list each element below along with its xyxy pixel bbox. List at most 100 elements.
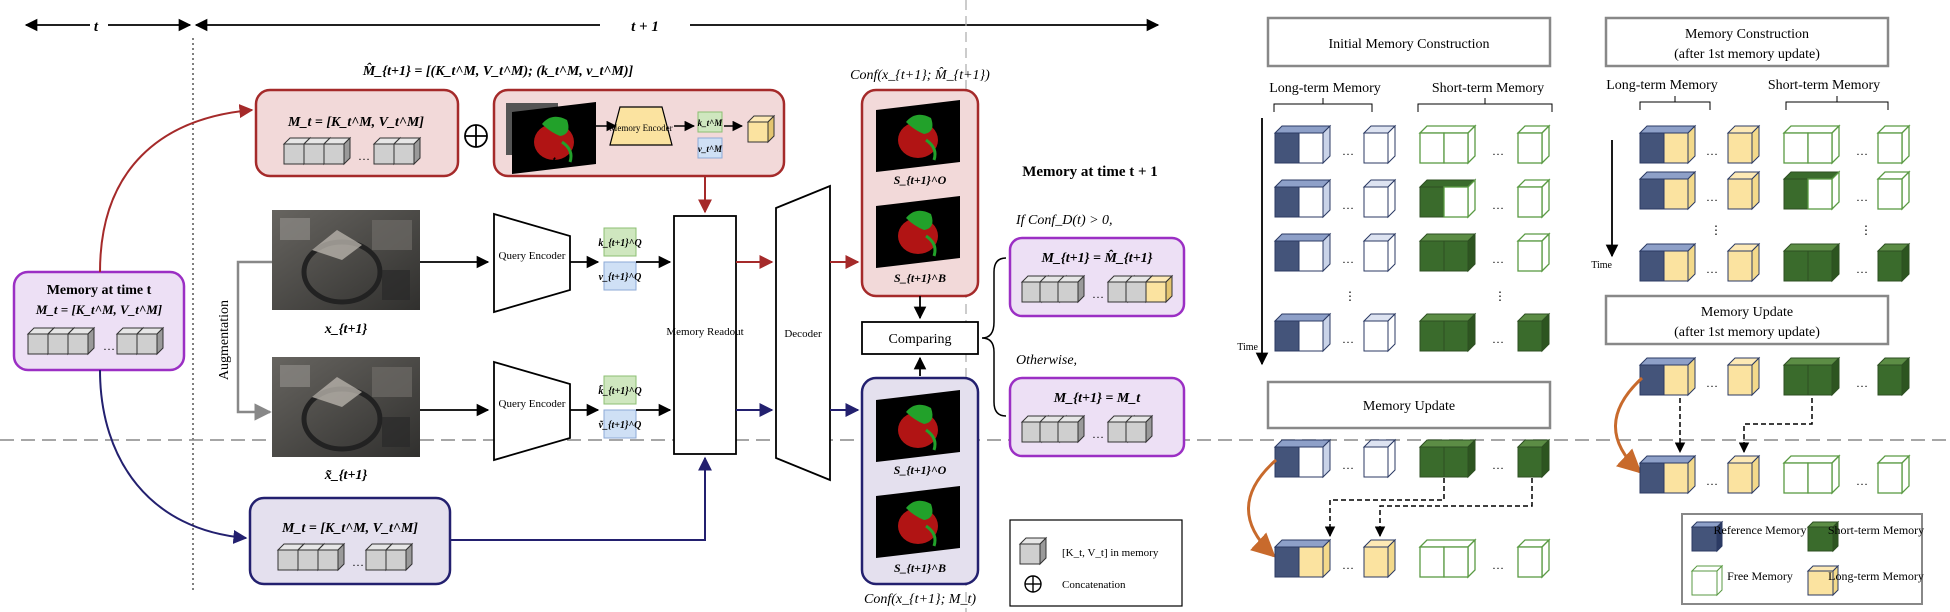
so-bottom: S_{t+1}^O [894, 463, 947, 477]
legend-left: [K_t, V_t] in memory Concatenation [1009, 519, 1183, 607]
svg-text:…: … [1342, 558, 1354, 572]
mt-bottom-eq: M_t = [K_t^M, V_t^M] [281, 521, 418, 536]
svg-text:…: … [1492, 198, 1504, 212]
init-title-box [1266, 16, 1552, 68]
result-if: If Conf_D(t) > 0, [1015, 213, 1113, 228]
result-eq1: M_{t+1} = M̂_{t+1} [1040, 249, 1152, 266]
svg-text:…: … [1856, 376, 1868, 390]
v-q-aug-box [603, 409, 637, 439]
svg-text:…: … [1856, 474, 1868, 488]
result-eq2: M_{t+1} = M_t [1053, 391, 1141, 406]
svg-text:⋮: ⋮ [1710, 223, 1722, 237]
navy-arrow-to-readout [450, 456, 712, 541]
x-t1-label: x_{t+1} [324, 322, 368, 337]
memupd-rows: … … … … [1247, 439, 1550, 578]
v-q-aug: ṽ_{t+1}^Q [599, 420, 642, 431]
init-time-label: Time [1237, 342, 1258, 353]
svg-text:…: … [1342, 252, 1354, 266]
x-aug-label: x̃_{t+1} [324, 468, 368, 483]
update2-title1: Memory Update [1701, 305, 1793, 320]
navy-path-bottom [99, 369, 248, 544]
sb-bottom: S_{t+1}^B [894, 561, 946, 575]
memory-readout-label: Memory Readout [666, 326, 743, 338]
svg-text:…: … [352, 555, 364, 569]
comparing-label: Comparing [889, 332, 952, 347]
memory-encoder-box: x_t Memory Encoder k_t^M v_t^M [492, 88, 786, 178]
conf-bottom-label: Conf(x_{t+1}; M_t) [864, 592, 976, 607]
svg-text:…: … [1856, 144, 1868, 158]
svg-text:…: … [1342, 198, 1354, 212]
query-encoder-top [493, 212, 571, 314]
svg-text:…: … [1492, 458, 1504, 472]
v-q: v_{t+1}^Q [599, 272, 642, 283]
svg-text:…: … [1856, 262, 1868, 276]
svg-text:…: … [1342, 144, 1354, 158]
memupd-title-box [1266, 380, 1552, 430]
k-t-m: k_t^M [698, 118, 724, 128]
init-title: Initial Memory Construction [1329, 37, 1490, 52]
k-q-aug-box [603, 375, 637, 405]
svg-text:…: … [1706, 474, 1718, 488]
timeline-t1: t + 1 [631, 19, 659, 35]
svg-text:…: … [358, 149, 370, 163]
init-rows: … … … … … … ⋮⋮ … … [1274, 125, 1550, 352]
memory-mt-top-box: M_t = [K_t^M, V_t^M] … [254, 88, 460, 178]
augmentation-label: Augmentation [217, 300, 232, 380]
construct2-short-label: Short-term Memory [1768, 78, 1880, 93]
svg-text:…: … [1856, 190, 1868, 204]
svg-text:…: … [1092, 287, 1104, 301]
memory-mt-bottom-box: M_t = [K_t^M, V_t^M] … [248, 496, 452, 586]
update2-rows: … … … … [1614, 357, 1910, 494]
k-q: k_{t+1}^Q [598, 238, 641, 249]
memory-at-time-t-title: Memory at time t [47, 283, 152, 298]
sb-top: S_{t+1}^B [894, 271, 946, 285]
svg-text:…: … [1092, 427, 1104, 441]
frame-x-aug [272, 357, 420, 457]
svg-text:…: … [1342, 332, 1354, 346]
result-otherwise: Otherwise, [1016, 353, 1077, 368]
xt-label: x_t [539, 153, 556, 167]
svg-text:…: … [1706, 262, 1718, 276]
query-encoder-bottom-label: Query Encoder [499, 398, 566, 410]
legend-free: Free Memory [1727, 569, 1793, 583]
init-short-label: Short-term Memory [1432, 81, 1544, 96]
frame-x-t1 [272, 210, 420, 310]
legend-memory: [K_t, V_t] in memory [1062, 547, 1159, 559]
conf-top-label: Conf(x_{t+1}; M̂_{t+1}) [850, 67, 990, 83]
timeline-t: t [94, 19, 99, 35]
query-encoder-bottom [493, 360, 571, 462]
query-encoder-top-label: Query Encoder [499, 250, 566, 262]
red-path-top [99, 104, 254, 273]
k-q-aug: k̃_{t+1}^Q [598, 384, 641, 397]
svg-text:⋮: ⋮ [1494, 289, 1506, 303]
decoder-label: Decoder [784, 328, 822, 340]
memory-cubes: … [27, 327, 164, 355]
memupd-title: Memory Update [1363, 399, 1455, 414]
mhat-equation: M̂_{t+1} = [(K_t^M, V_t^M); (k_t^M, v_t^… [362, 62, 634, 79]
construct2-title1: Memory Construction [1685, 27, 1809, 42]
svg-text:…: … [1342, 458, 1354, 472]
memory-at-time-t-eq: M_t = [K_t^M, V_t^M] [35, 302, 162, 317]
svg-text:…: … [1492, 252, 1504, 266]
k-q-box [603, 227, 637, 257]
svg-text:…: … [1706, 190, 1718, 204]
construct2-title-box [1604, 16, 1890, 68]
update2-title-box [1604, 294, 1890, 346]
svg-text:…: … [1492, 558, 1504, 572]
decoder [775, 184, 831, 482]
legend-right: Reference Memory Short-term Memory Free … [1681, 513, 1924, 605]
concat-symbol [464, 124, 488, 148]
memory-encoder [609, 106, 673, 146]
svg-text:…: … [1706, 144, 1718, 158]
svg-text:…: … [1492, 332, 1504, 346]
comparing-box [861, 321, 979, 355]
result-box-2: M_{t+1} = M_t … [1008, 376, 1186, 458]
conf-bottom-box: S_{t+1}^O S_{t+1}^B [860, 376, 980, 586]
init-long-label: Long-term Memory [1269, 81, 1381, 96]
construct2-time-label: Time [1591, 260, 1612, 271]
memory-at-time-t-box: Memory at time t M_t = [K_t^M, V_t^M] … [12, 270, 186, 372]
augmentation-arrow [236, 260, 272, 421]
memory-readout [673, 215, 737, 455]
construct2-title2: (after 1st memory update) [1674, 47, 1820, 62]
